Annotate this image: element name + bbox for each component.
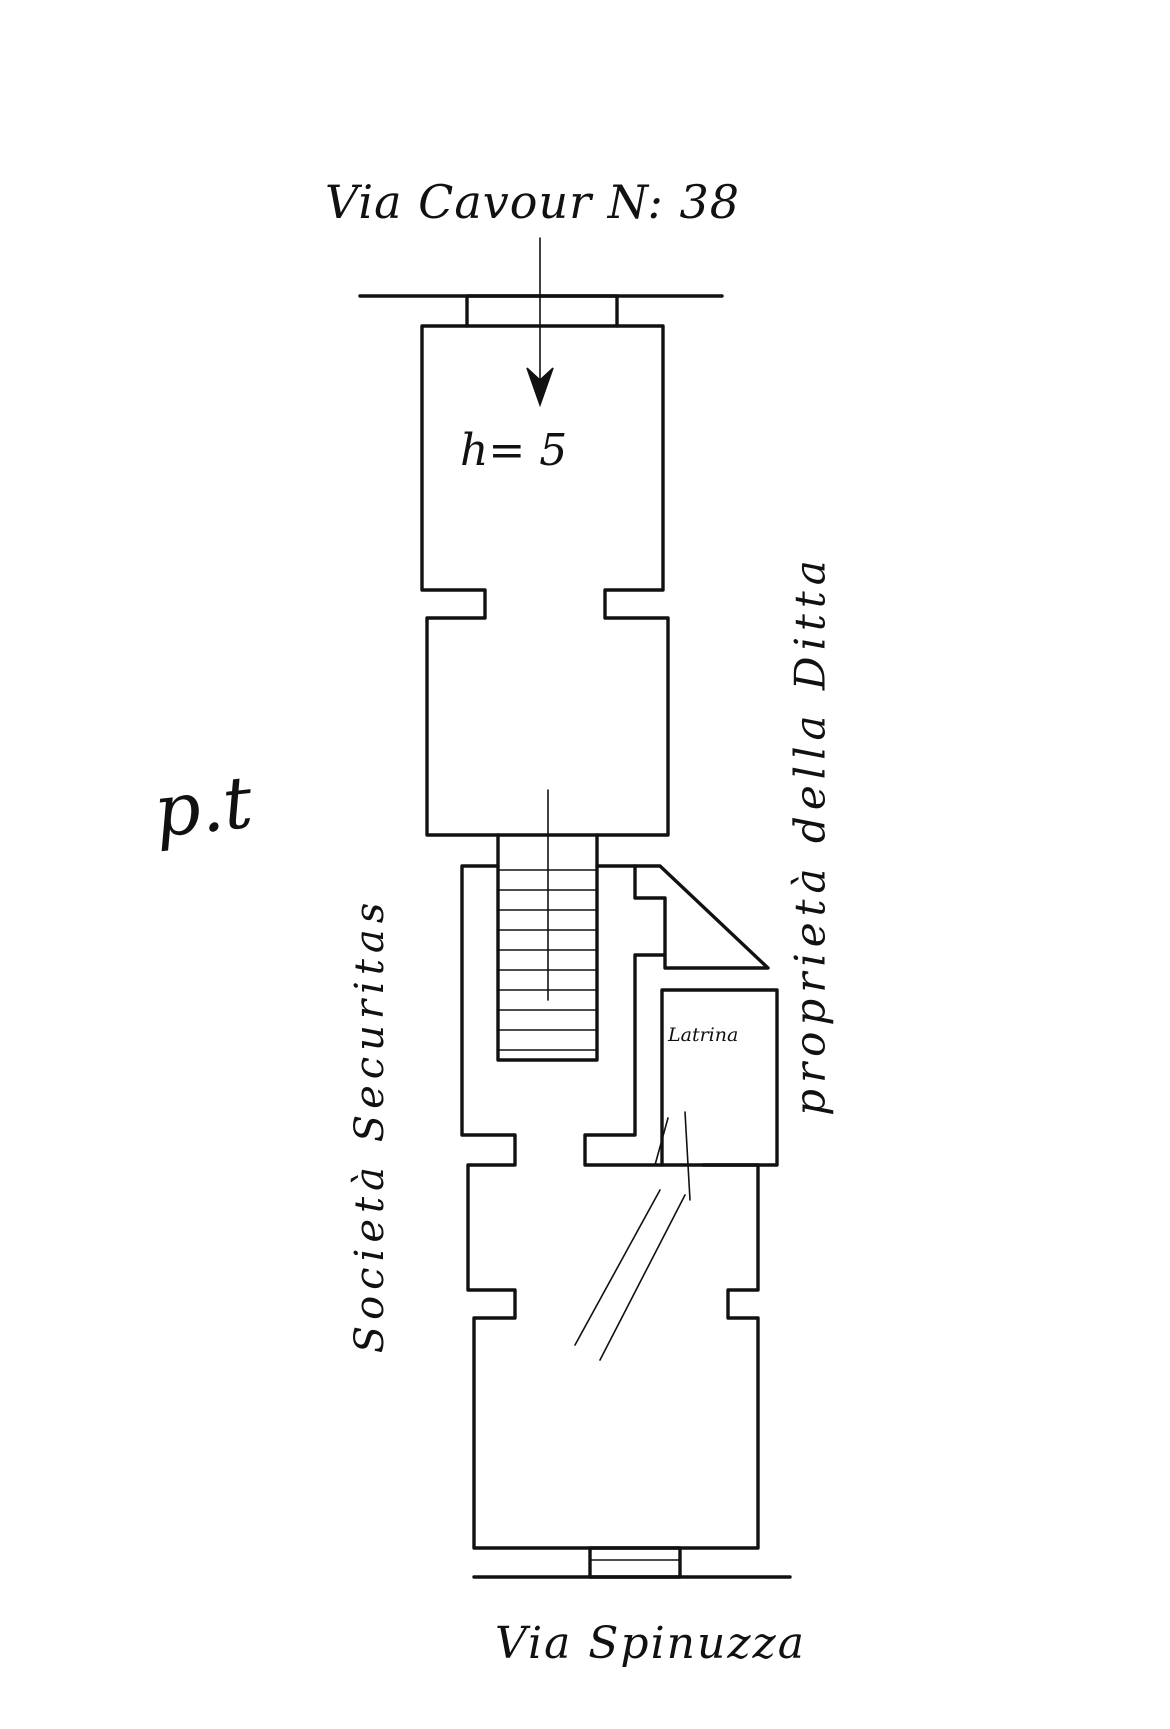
neighbor-label-left: Società Securitas	[347, 896, 393, 1354]
wc-door-swing	[654, 1111, 691, 1201]
pencil-mark	[574, 1189, 686, 1361]
front-room-walls	[420, 324, 670, 837]
top-street-frontage	[358, 294, 724, 328]
staircase	[496, 789, 599, 1062]
street-label-bottom: Via Spinuzza	[495, 1618, 806, 1669]
height-annotation: h= 5	[460, 425, 568, 476]
triangular-recess	[633, 864, 770, 970]
neighbor-label-right: proprietà della Ditta	[785, 554, 835, 1116]
wc-room	[660, 988, 779, 1167]
bottom-street-frontage	[472, 1546, 792, 1579]
corridor-walls	[460, 864, 760, 1550]
floor-annotation: p.t	[150, 759, 257, 854]
corridor-inner-wall	[583, 864, 667, 1167]
street-label-top: Via Cavour N: 38	[325, 175, 740, 229]
entrance-arrow	[526, 237, 554, 408]
wc-label: Latrina	[668, 1024, 739, 1046]
